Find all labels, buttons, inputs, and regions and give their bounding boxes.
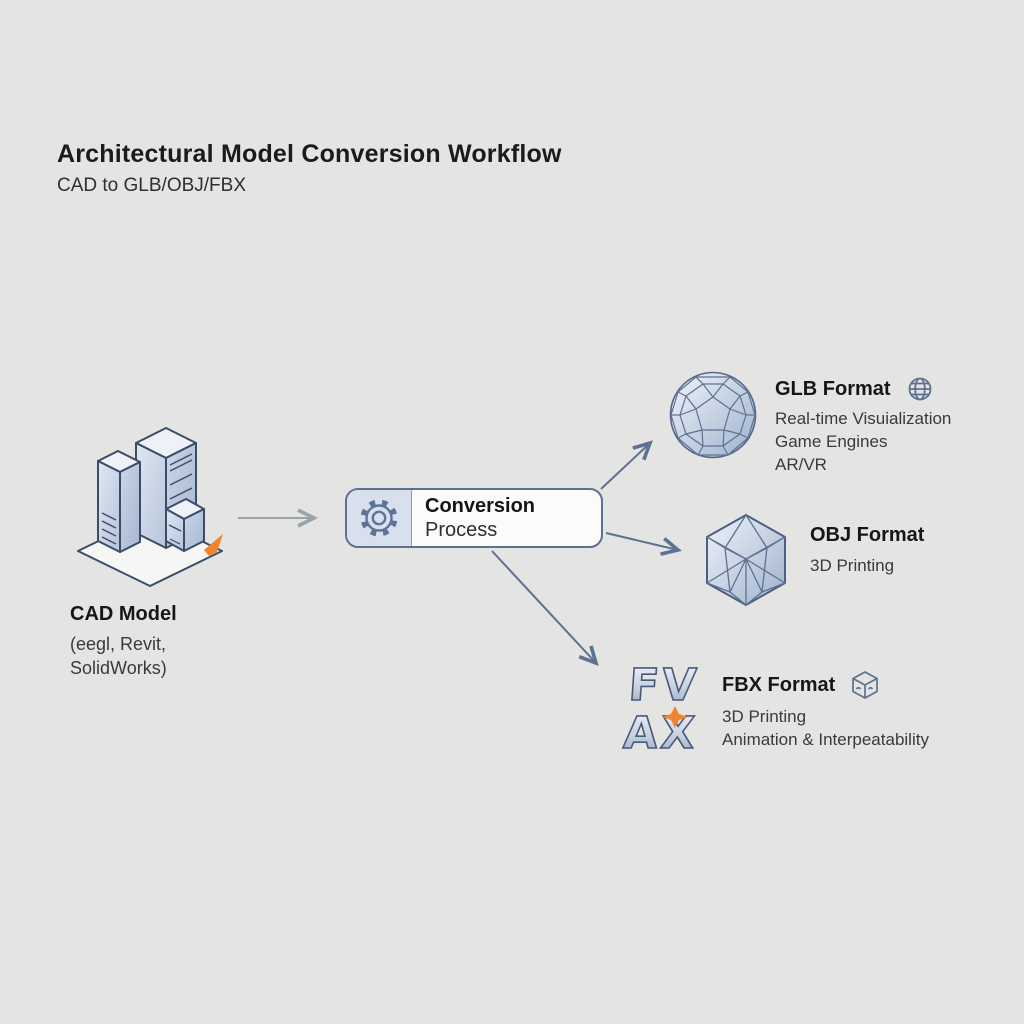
obj-line-1: 3D Printing: [810, 556, 895, 575]
globe-icon: [908, 377, 931, 401]
conversion-process-node[interactable]: Conversion Process: [345, 488, 603, 548]
arrow-process-to-glb: [600, 440, 653, 490]
cube-box-icon: [852, 671, 879, 699]
page-title: Architectural Model Conversion Workflow: [57, 140, 562, 168]
cad-model-title: CAD Model: [70, 603, 177, 625]
svg-text:FV: FV: [627, 660, 701, 711]
glb-format-label: GLB Format Real-time Visuialization Game…: [775, 376, 951, 476]
faceted-polyhedron-icon: [706, 514, 786, 606]
fbx-logo-icon: FV AX: [621, 659, 702, 758]
page-subtitle: CAD to GLB/OBJ/FBX: [57, 175, 246, 196]
header: Architectural Model Conversion Workflow …: [57, 140, 562, 197]
cad-model-line2: SolidWorks): [70, 658, 167, 678]
glb-line-1: Real-time Visuialization: [775, 409, 952, 428]
fbx-line-1: 3D Printing: [722, 707, 807, 726]
glb-format-title: GLB Format: [775, 377, 891, 400]
obj-format-label: OBJ Format 3D Printing: [810, 524, 924, 577]
cad-model-label: CAD Model (eegl, Revit, SolidWorks): [70, 603, 177, 680]
building-3d-icon: [77, 427, 223, 587]
cursor-arrow-icon: [204, 534, 223, 556]
arrow-process-to-fbx: [491, 550, 599, 666]
arrow-process-to-obj: [605, 532, 682, 556]
glb-line-3: AR/VR: [775, 455, 827, 474]
cad-model-line1: (eegl, Revit,: [70, 634, 167, 654]
fbx-format-title: FBX Format: [722, 673, 836, 696]
orange-star: [662, 706, 688, 728]
process-subtitle: Process: [425, 519, 498, 541]
fbx-line-2: Animation & Interpeatability: [722, 730, 929, 749]
fbx-format-label: FBX Format 3D Printing Animation & Inter…: [722, 670, 929, 751]
gear-icon: [347, 490, 412, 546]
geodesic-sphere-icon: [669, 371, 757, 459]
obj-format-title: OBJ Format: [810, 524, 925, 546]
glb-line-2: Game Engines: [775, 432, 888, 451]
svg-text:AX: AX: [622, 708, 700, 758]
process-title: Conversion: [425, 495, 536, 517]
